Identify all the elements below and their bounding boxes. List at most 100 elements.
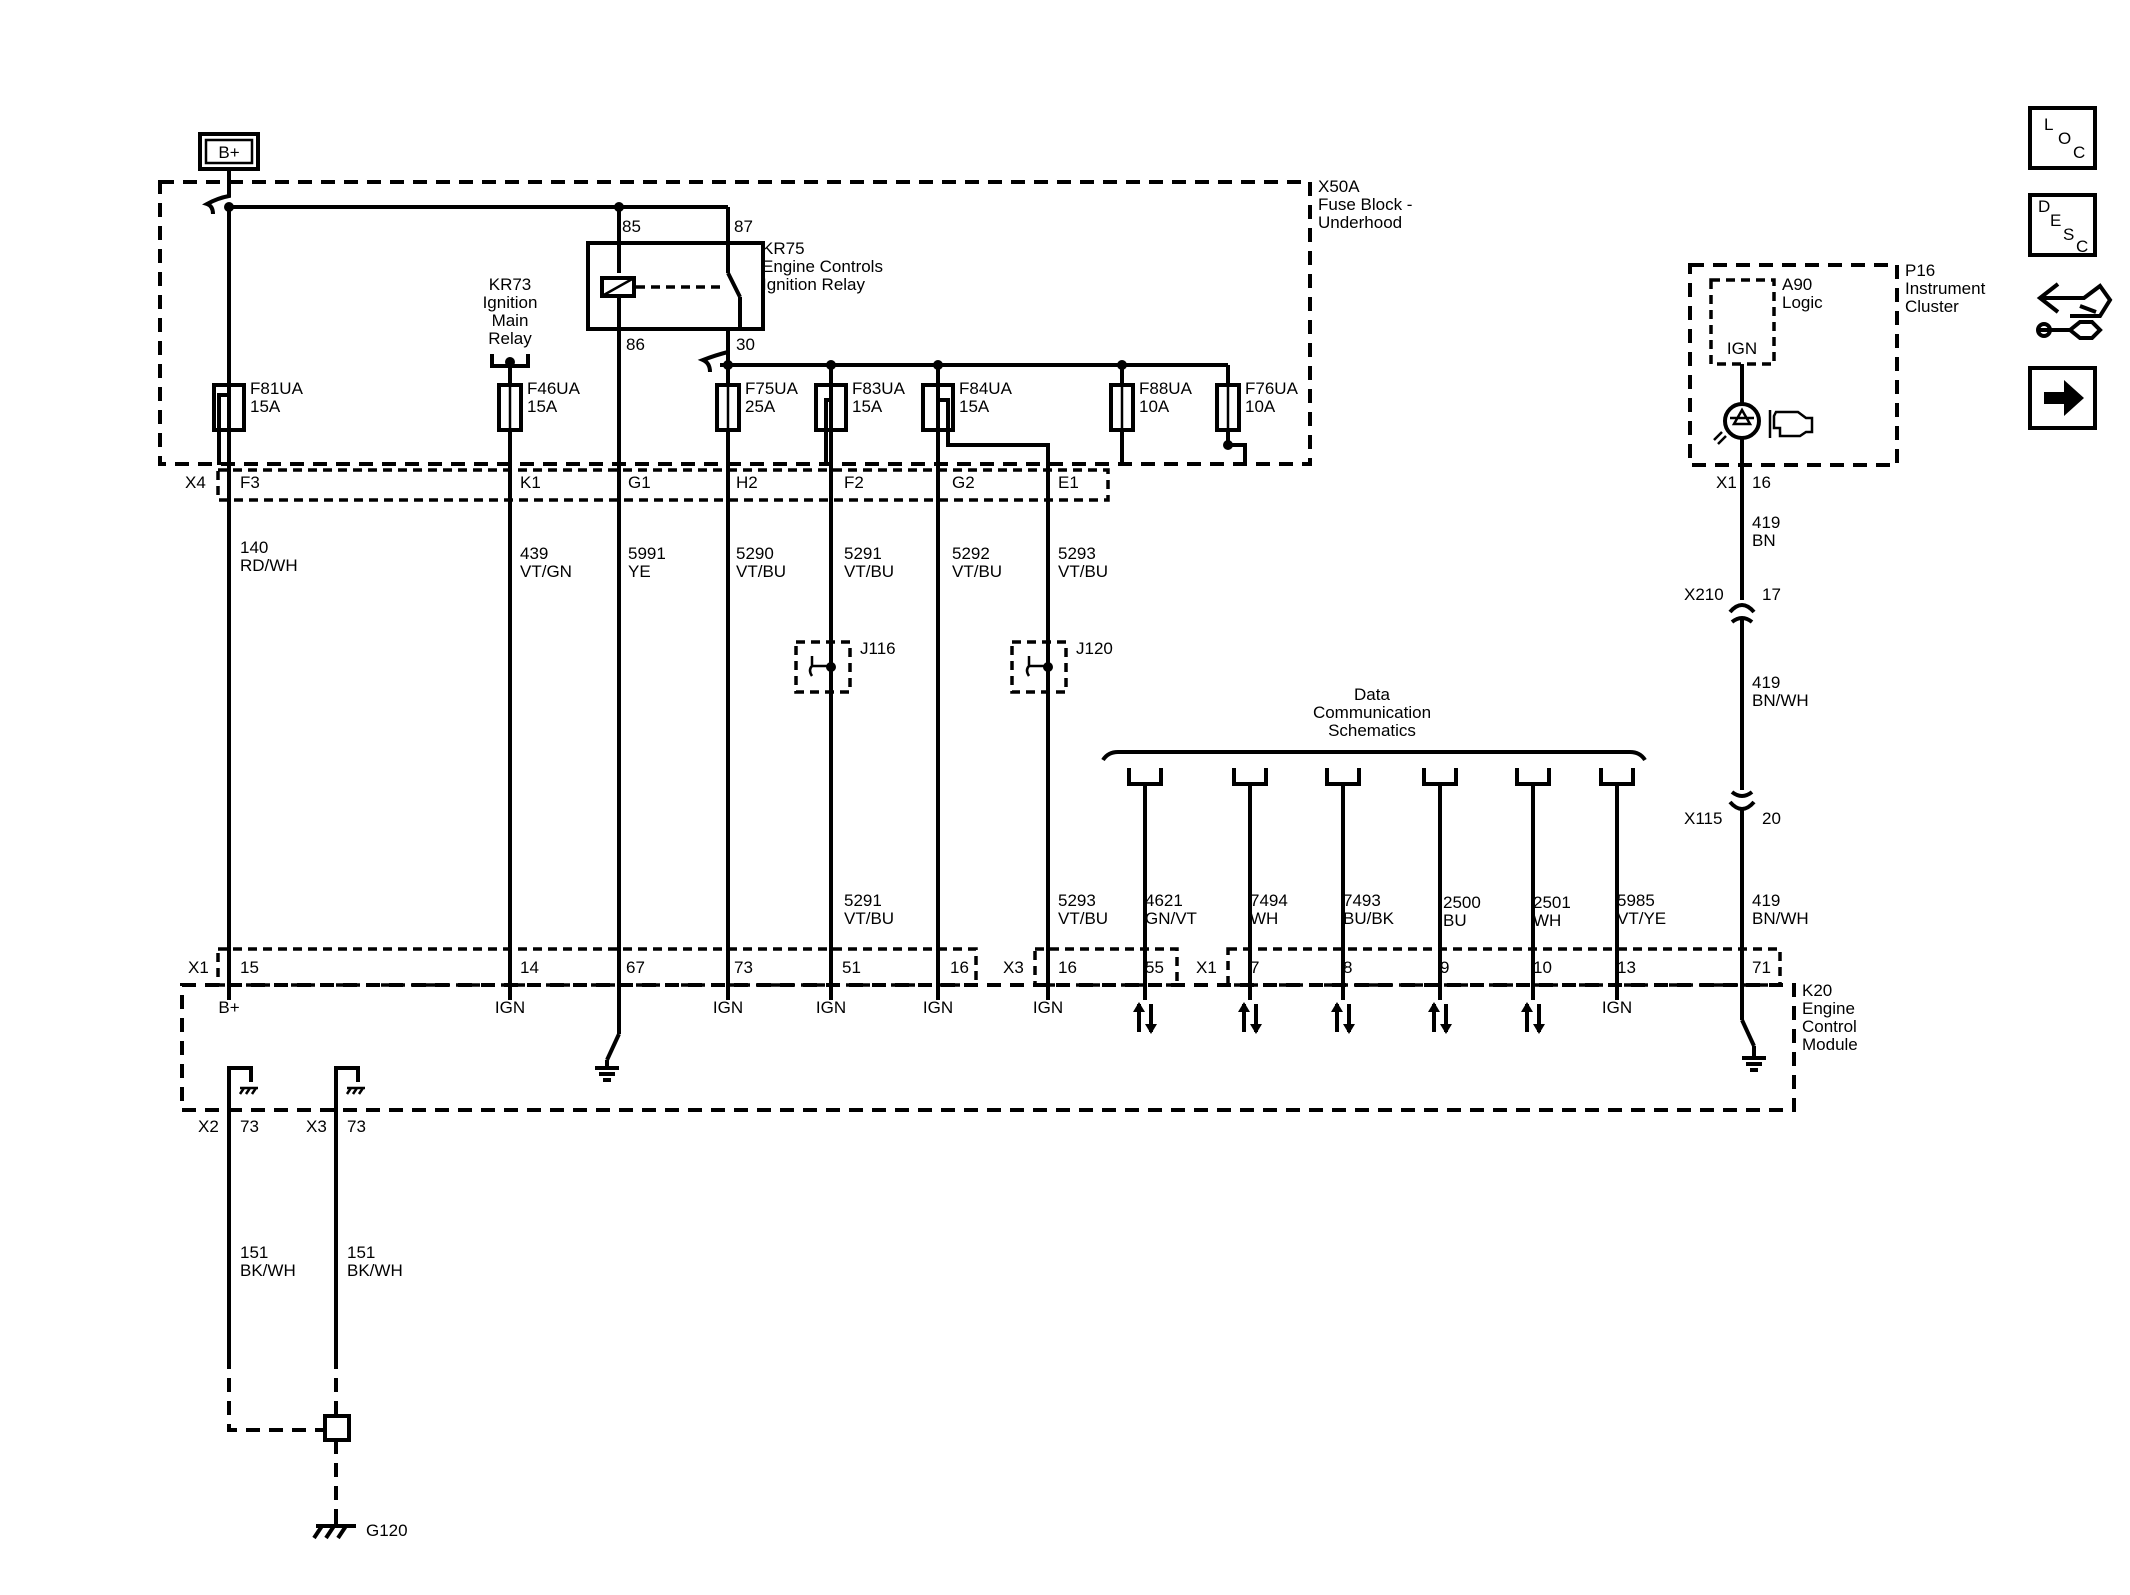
wire-439-circuit: 439: [520, 544, 548, 563]
dc-wire-1-color: WH: [1250, 909, 1278, 928]
cluster-name: P16: [1905, 261, 1935, 280]
fuse-rating: 10A: [1139, 397, 1170, 416]
logic-desc: Logic: [1782, 293, 1823, 312]
desc-button[interactable]: D E S C: [2028, 193, 2097, 257]
kr73-desc2: Main: [492, 311, 529, 330]
ecm-outline[interactable]: [180, 983, 1796, 1112]
desc-c: C: [2076, 237, 2088, 256]
x4-pin-g1: G1: [628, 473, 651, 492]
ecm-pin-51: 51: [842, 958, 861, 977]
fuse-rating: 10A: [1245, 397, 1276, 416]
data-arrow-icon-4: [1521, 1002, 1545, 1034]
ground-splice-box[interactable]: [323, 1414, 351, 1442]
fuse-rating: 15A: [527, 397, 558, 416]
kr73-desc1: Ignition: [483, 293, 538, 312]
ecm-ign-51: IGN: [816, 998, 846, 1017]
wire-5293-color: VT/BU: [1058, 562, 1108, 581]
kr75-desc1: Engine Controls: [762, 257, 883, 276]
splice-j116[interactable]: [794, 640, 852, 694]
data-comm-drop-0[interactable]: [1127, 768, 1163, 1000]
ground-symbol-ecm-left: [595, 1060, 619, 1082]
loc-button[interactable]: L O C: [2028, 106, 2097, 170]
ecm-desc3: Module: [1802, 1035, 1858, 1054]
ecm-desc2: Control: [1802, 1017, 1857, 1036]
inline-connector-x115[interactable]: [1728, 790, 1756, 811]
ecm-ign-14: IGN: [495, 998, 525, 1017]
logic-ign: IGN: [1727, 339, 1757, 358]
dc-wire-4-circuit: 2501: [1533, 893, 1571, 912]
ecm-connector-x1a: [216, 947, 978, 987]
x4-pin-g2: G2: [952, 473, 975, 492]
ecm-connector-x1b: [1226, 947, 1782, 987]
x115-pin: 20: [1762, 809, 1781, 828]
x4-pin-f2: F2: [844, 473, 864, 492]
next-page-button[interactable]: [2028, 366, 2097, 430]
ecm-pin-14: 14: [520, 958, 539, 977]
instrument-cluster-outline[interactable]: [1688, 263, 1899, 467]
cluster-wire-0-color: BN: [1752, 531, 1776, 550]
dc-wire-1-circuit: 7494: [1250, 891, 1288, 910]
data-arrow-icon-0: [1133, 1002, 1157, 1034]
ground-wire-0-circuit: 151: [240, 1243, 268, 1262]
arrow-right-icon: [2044, 380, 2084, 416]
dc-wire-4-color: WH: [1533, 911, 1561, 930]
fuse-rating: 15A: [250, 397, 281, 416]
kr75-pin87: 87: [734, 217, 753, 236]
ecm-pin-9: 9: [1440, 958, 1449, 977]
ground-conn-x3-name: X3: [306, 1117, 327, 1136]
splice-j120[interactable]: [1010, 640, 1068, 694]
fuse-name: F88UA: [1139, 379, 1193, 398]
wire-5293-circuit: 5293: [1058, 544, 1096, 563]
wire-439-color: VT/GN: [520, 562, 572, 581]
cluster-wire-1-color: BN/WH: [1752, 691, 1809, 710]
data-arrow-icon-2: [1331, 1002, 1355, 1034]
ground-g120-icon[interactable]: [312, 1515, 356, 1540]
wire-5290-color: VT/BU: [736, 562, 786, 581]
ground-conn-x2-pin: 73: [240, 1117, 259, 1136]
data-comm-drop-1[interactable]: [1232, 768, 1268, 1000]
x4-pin-k1: K1: [520, 473, 541, 492]
desc-e: E: [2050, 211, 2061, 230]
kr75-name: KR75: [762, 239, 805, 258]
cluster-wire-2-circuit: 419: [1752, 891, 1780, 910]
data-comm-drop-3[interactable]: [1422, 768, 1458, 1000]
ecm-pin-71: 71: [1752, 958, 1771, 977]
ecm-internal-ground-x3: [334, 1066, 365, 1120]
fuse-block-outline: [158, 180, 1312, 466]
data-comm-drop-5[interactable]: [1599, 768, 1635, 1000]
fuse-block-desc1: Fuse Block -: [1318, 195, 1412, 214]
kr75-pin30: 30: [736, 335, 755, 354]
relay-kr75[interactable]: [586, 241, 765, 331]
wire-5290-circuit: 5290: [736, 544, 774, 563]
wire-5991-circuit: 5991: [628, 544, 666, 563]
data-comm-line2: Communication: [1313, 703, 1431, 722]
ground-wire-0-color: BK/WH: [240, 1261, 296, 1280]
wire-140-circuit: 140: [240, 538, 268, 557]
data-comm-drop-4[interactable]: [1515, 768, 1551, 1000]
ecm-internal-ground-x2: [227, 1066, 258, 1120]
dc-wire-2-color: BU/BK: [1343, 909, 1395, 928]
ecm-desc1: Engine: [1802, 999, 1855, 1018]
fuse-rating: 15A: [852, 397, 883, 416]
battery-source[interactable]: B+: [198, 132, 260, 171]
connector-wrench-icon[interactable]: [2036, 282, 2113, 340]
ecm-x1b-label: X1: [1196, 958, 1217, 977]
ecm-pin-67: 67: [626, 958, 645, 977]
data-comm-bracket[interactable]: [1101, 750, 1647, 762]
dc-wire-2-circuit: 7493: [1343, 891, 1381, 910]
x4-pin-h2: H2: [736, 473, 758, 492]
ecm-bplus-label: B+: [218, 998, 239, 1017]
ground-g120-label: G120: [366, 1521, 408, 1540]
data-comm-drop-2[interactable]: [1325, 768, 1361, 1000]
ecm-pin-73: 73: [734, 958, 753, 977]
fuse-name: F83UA: [852, 379, 906, 398]
fuse-rating: 15A: [959, 397, 990, 416]
fuse-block-desc2: Underhood: [1318, 213, 1402, 232]
ecm-pin-55: 55: [1145, 958, 1164, 977]
